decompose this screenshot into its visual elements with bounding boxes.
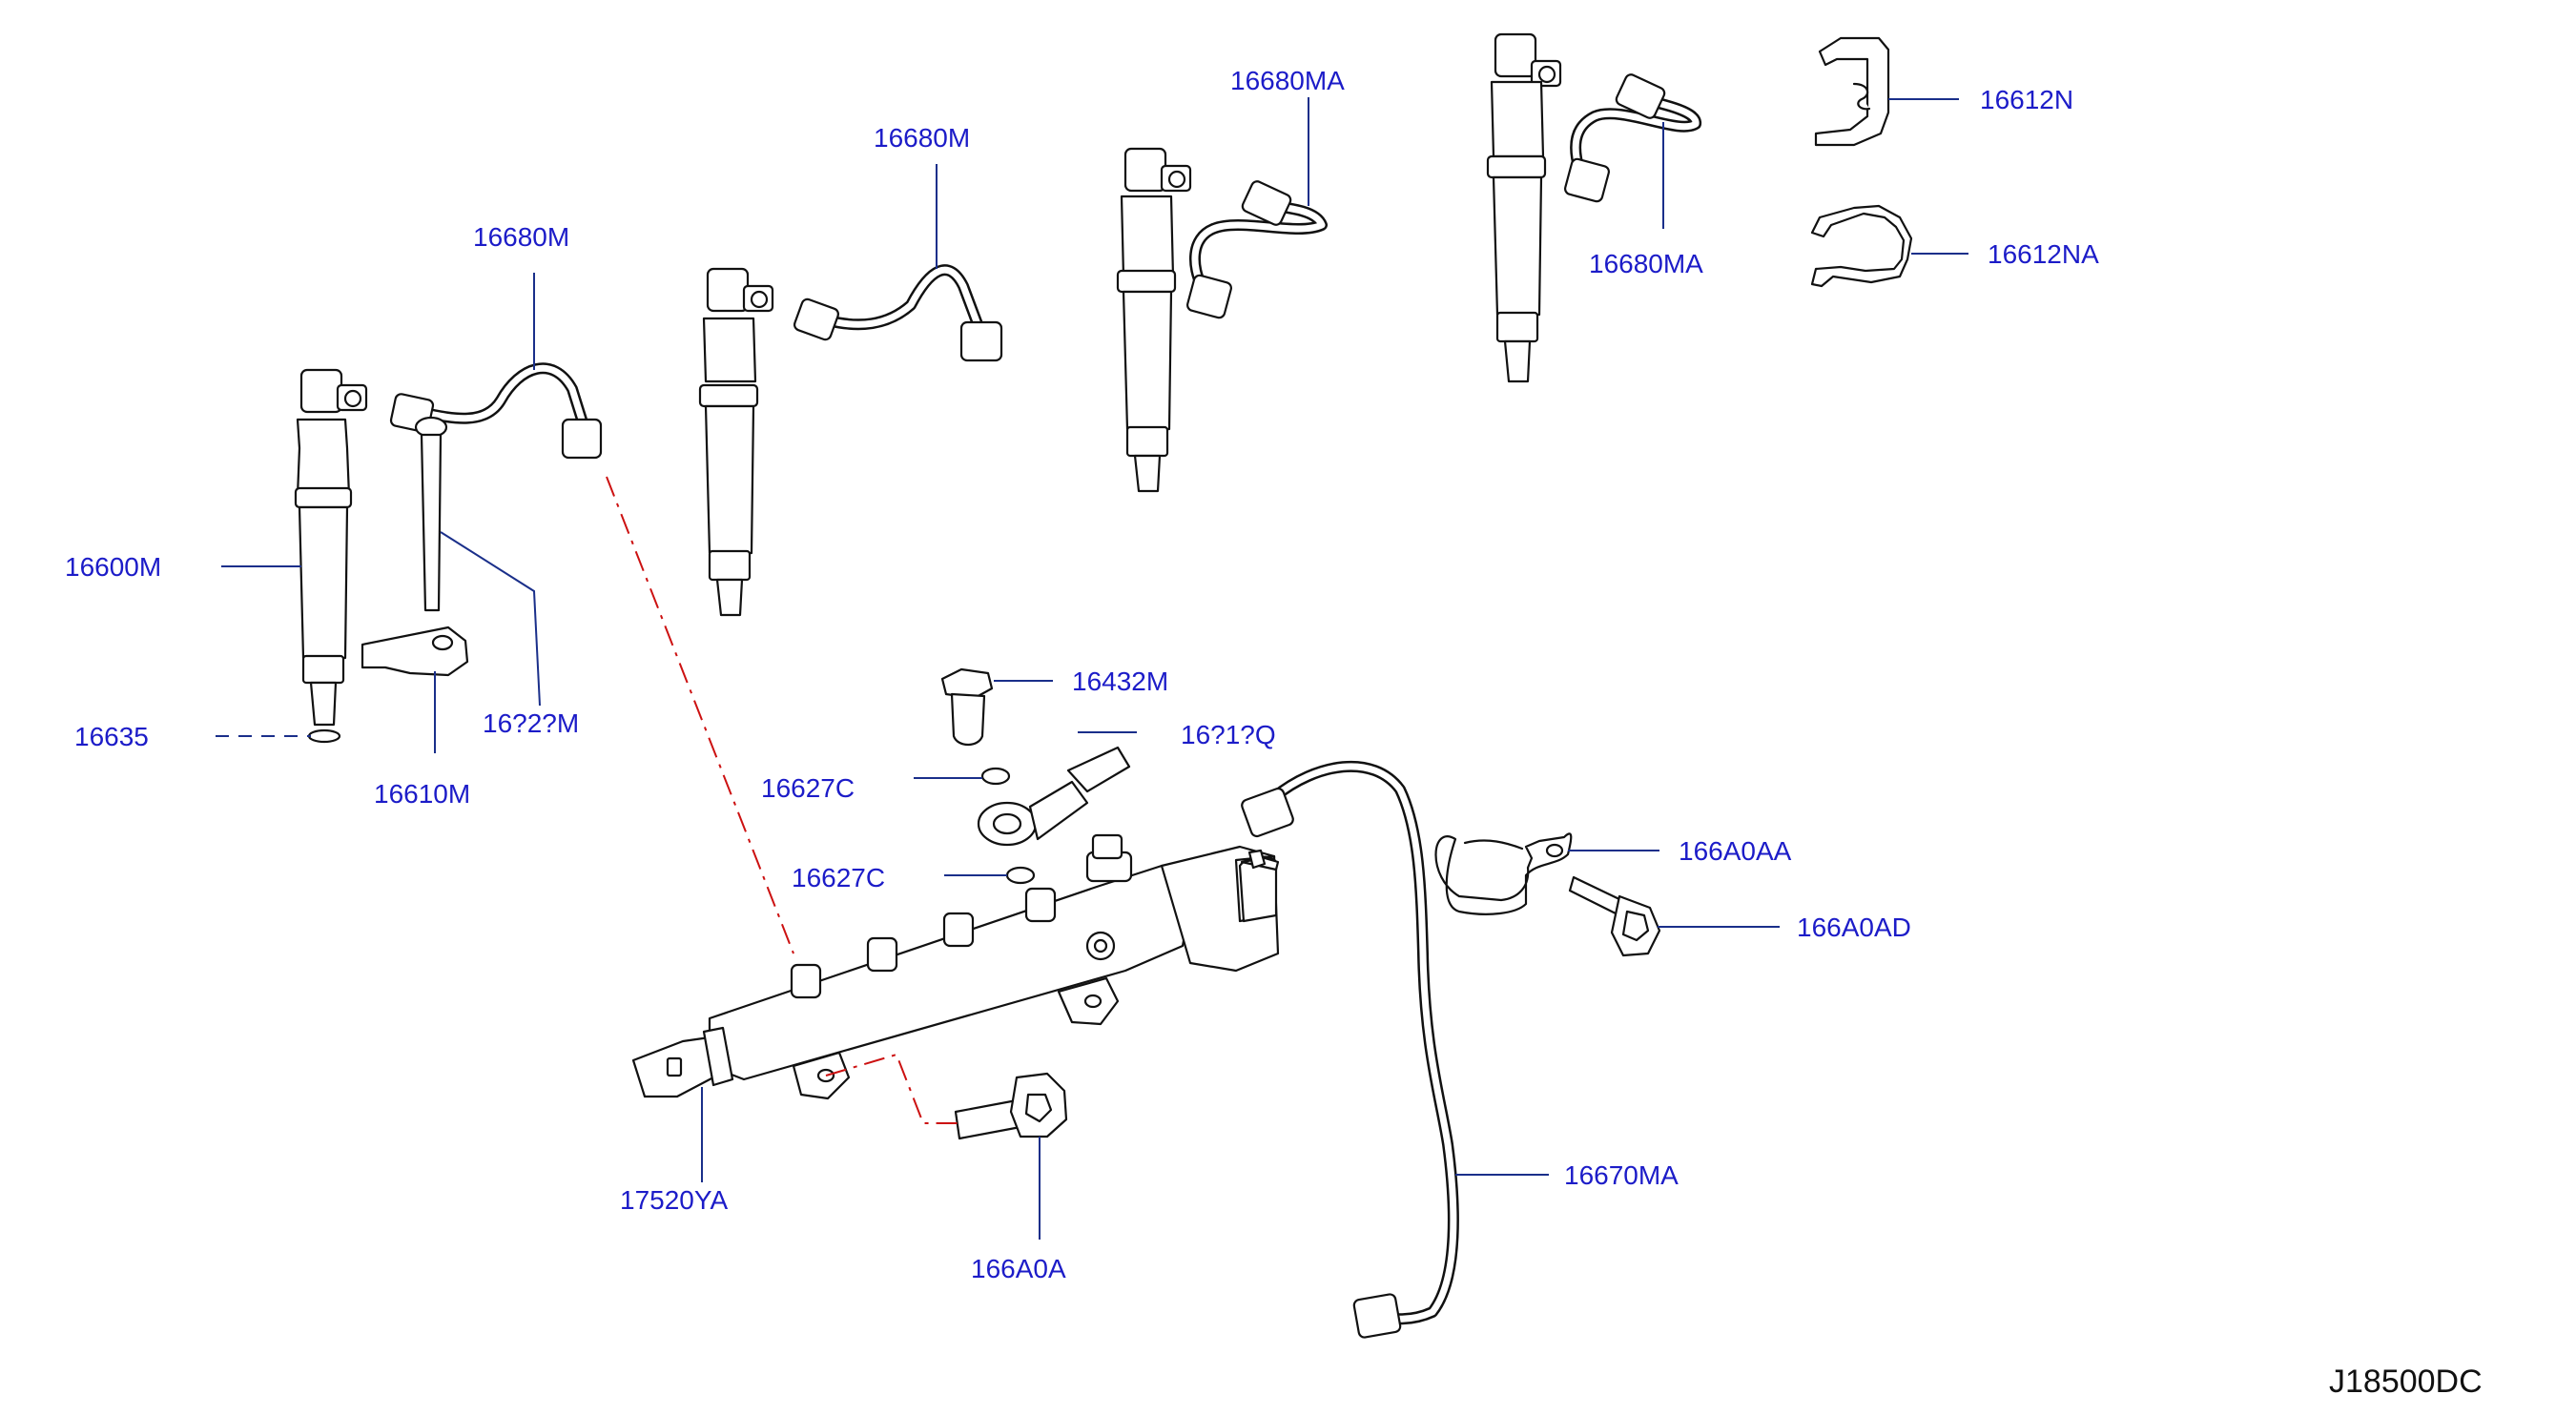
- fuel-rail-pressure-sensor: [631, 1026, 734, 1098]
- clamp-bolt: [414, 416, 448, 612]
- callout-16612N: 16612N: [1980, 85, 2073, 114]
- callout-16627C-a: 16627C: [761, 773, 855, 803]
- pipe-clip-16612N: [1814, 36, 1890, 147]
- injector-3: [1116, 147, 1192, 493]
- injector-2: [698, 267, 774, 617]
- leader-1642xM: [440, 531, 541, 707]
- injection-tube-4: [1564, 73, 1701, 203]
- pipe-clamp-166A0AA: [1434, 832, 1573, 915]
- centerline-bolt-to-rail: [825, 1053, 959, 1124]
- callout-17520YA: 17520YA: [620, 1185, 728, 1215]
- callout-166A0A: 166A0A: [971, 1254, 1066, 1283]
- pipe-clip-16612NA: [1810, 204, 1913, 288]
- callout-16680M-b: 16680M: [874, 123, 970, 153]
- centerline-injector-to-rail: [606, 476, 794, 954]
- callout-16600M: 16600M: [65, 552, 161, 582]
- copper-washer-lower: [1005, 866, 1036, 885]
- bolt-166A0A: [954, 1072, 1068, 1140]
- callout-16680M-a: 16680M: [473, 222, 569, 252]
- bolt-166A0AD: [1568, 875, 1661, 957]
- callout-16670MA: 16670MA: [1564, 1160, 1679, 1190]
- callout-16618Q: 16?1?Q: [1181, 720, 1276, 749]
- injector-1: [294, 368, 368, 727]
- nozzle-seal-washer: [307, 728, 341, 744]
- injection-tube-2: [793, 264, 1003, 362]
- callout-1642xM: 16?2?M: [483, 708, 579, 738]
- injector-clamp: [361, 625, 469, 677]
- callout-16680MA-a: 16680MA: [1230, 66, 1345, 95]
- callout-166A0AA: 166A0AA: [1679, 836, 1792, 866]
- callout-16610M: 16610M: [374, 779, 470, 809]
- callout-16612NA: 16612NA: [1988, 239, 2099, 269]
- fuel-feed-tube: [1241, 760, 1459, 1339]
- callout-16627C-b: 16627C: [792, 863, 885, 892]
- injector-4: [1486, 32, 1562, 383]
- callout-166A0AD: 166A0AD: [1797, 913, 1911, 942]
- diagram-id: J18500DC: [2329, 1364, 2483, 1400]
- copper-washer-upper: [980, 767, 1011, 786]
- callout-16432M: 16432M: [1072, 666, 1168, 696]
- injection-tube-1: [389, 362, 603, 460]
- banjo-bolt: [940, 667, 994, 747]
- pipe-connector-16618Q: [977, 746, 1131, 847]
- callout-16635: 16635: [74, 722, 149, 751]
- fuel-rail: [708, 833, 1280, 1100]
- pressure-control-valve: [1238, 849, 1280, 923]
- injection-tube-3: [1186, 180, 1328, 319]
- callout-16680MA-b: 16680MA: [1589, 249, 1703, 278]
